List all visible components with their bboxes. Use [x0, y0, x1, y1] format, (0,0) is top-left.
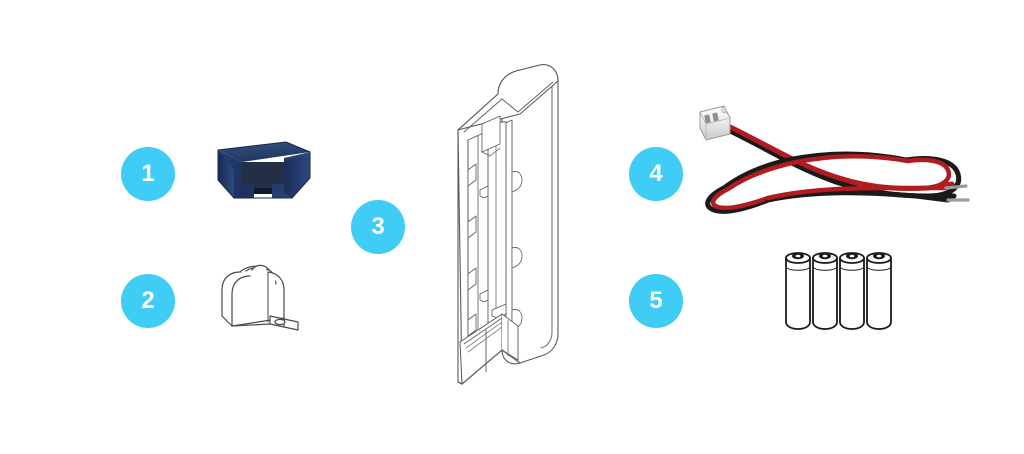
part-metal-clamp-bracket[interactable] [212, 260, 316, 342]
battery-cell [839, 252, 865, 330]
callout-badge-5[interactable]: 5 [629, 274, 683, 328]
callout-badge-3[interactable]: 3 [351, 200, 405, 254]
battery-cell [812, 252, 838, 330]
part-battery-set[interactable] [782, 242, 896, 334]
callout-badge-5-label: 5 [649, 287, 663, 314]
battery-cell [785, 252, 811, 330]
callout-badge-1-label: 1 [141, 160, 155, 187]
callout-badge-2-label: 2 [141, 287, 155, 314]
part-u-bracket-block[interactable] [206, 136, 318, 206]
callout-badge-3-label: 3 [371, 213, 385, 240]
callout-badge-2[interactable]: 2 [121, 274, 175, 328]
jst-connector-icon [699, 105, 731, 141]
part-enclosure-housing[interactable] [440, 52, 600, 392]
callout-badge-1[interactable]: 1 [121, 147, 175, 201]
part-connector-cable[interactable] [696, 104, 986, 214]
callout-badge-4-label: 4 [649, 160, 663, 187]
callout-badge-4[interactable]: 4 [629, 147, 683, 201]
battery-cell [866, 252, 892, 330]
